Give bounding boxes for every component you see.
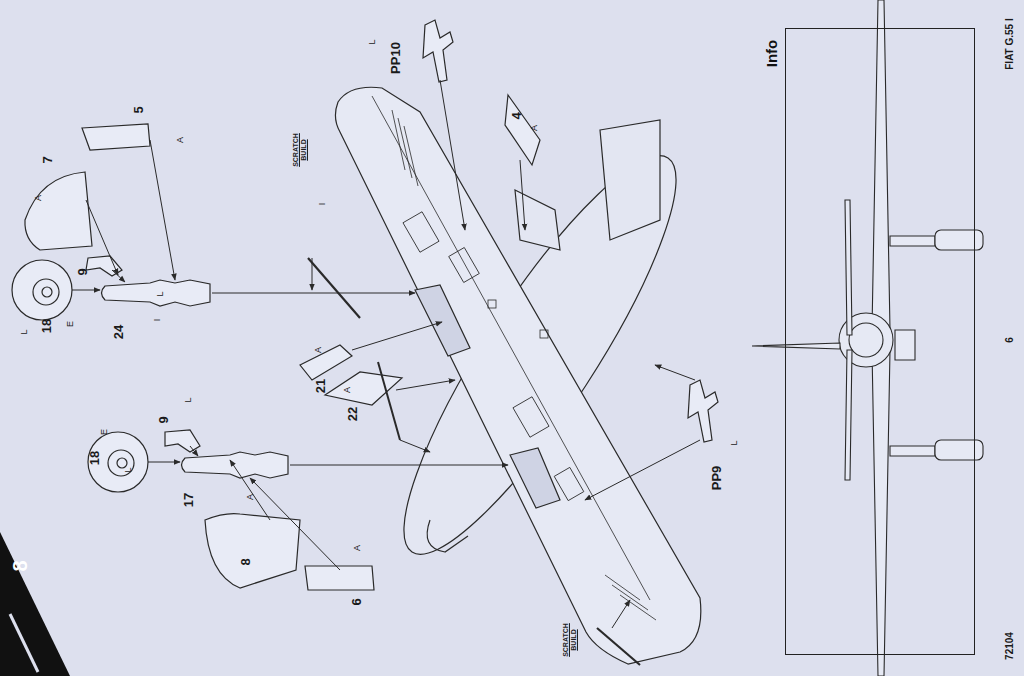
callout-number: PP10 xyxy=(389,42,402,74)
callout-number: L xyxy=(730,440,739,445)
callout-number: A xyxy=(246,494,255,500)
badge-triangle xyxy=(0,532,70,676)
page-footer: 72104 xyxy=(1005,632,1015,660)
callout-number: A xyxy=(34,195,43,201)
badge-fill xyxy=(0,532,70,676)
callout-number: 8 xyxy=(239,558,252,565)
page-footer: FIAT G.55 I xyxy=(1005,18,1015,70)
callout-number: A xyxy=(530,125,539,131)
info-box: Info xyxy=(785,28,975,655)
callout-number: L xyxy=(368,39,377,44)
scratch-note: SCRATCH BUILD xyxy=(292,127,308,173)
callout-number: 4 xyxy=(510,112,523,119)
step-badge: 8 xyxy=(0,532,70,676)
callout-number: I xyxy=(318,203,327,206)
callout-number: 6 xyxy=(350,598,363,605)
callout-number: L xyxy=(124,467,133,472)
callout-number: L xyxy=(156,291,165,296)
callout-number: A xyxy=(176,137,185,143)
callout-number: A xyxy=(343,387,352,393)
callout-number: 7 xyxy=(41,156,54,163)
step-number: 8 xyxy=(10,560,30,571)
callout-number: 21 xyxy=(314,379,327,393)
callout-number: 9 xyxy=(157,416,170,423)
callout-number: E xyxy=(66,321,75,327)
callout-number: 24 xyxy=(112,325,125,339)
callout-number: I xyxy=(153,319,162,322)
callout-number: A xyxy=(314,347,323,353)
scratch-note: SCRATCH BUILD xyxy=(562,617,578,663)
callout-number: L xyxy=(20,329,29,334)
badge-stripe xyxy=(10,614,38,672)
callout-number: E xyxy=(100,429,109,435)
callout-number: 18 xyxy=(40,319,53,333)
callout-number: 18 xyxy=(88,451,101,465)
callout-number: A xyxy=(353,545,362,551)
callout-number: PP9 xyxy=(710,466,723,491)
callout-number: 9 xyxy=(76,268,89,275)
callout-number: L xyxy=(184,397,193,402)
page-footer: 6 xyxy=(1005,337,1015,343)
info-heading: Info xyxy=(765,39,780,67)
callout-number: 17 xyxy=(182,493,195,507)
callout-number: 22 xyxy=(346,407,359,421)
callout-number: 5 xyxy=(132,106,145,113)
